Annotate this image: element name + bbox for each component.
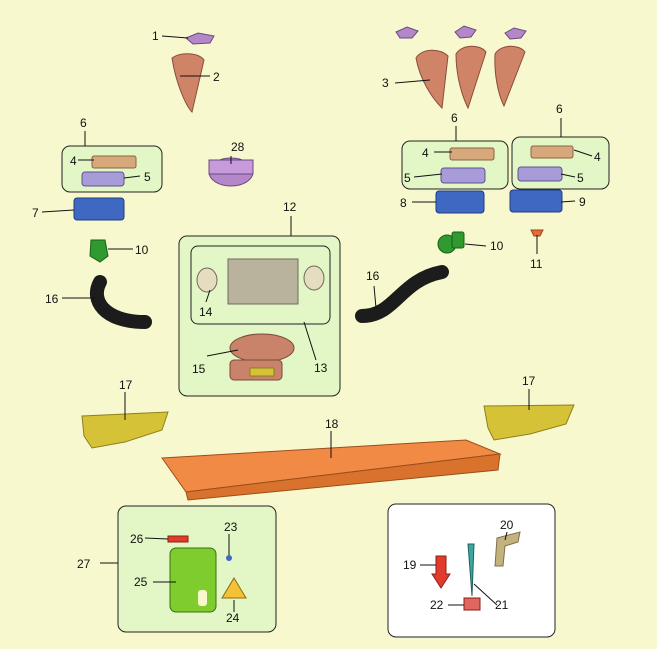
bracket-part [81,411,169,449]
cylinder-part [198,590,207,606]
leader-lines [41,35,593,612]
cap-part [167,535,189,543]
cone-part [415,49,449,110]
cap-part [454,25,477,39]
callout-12: 12 [283,200,297,214]
callout-5-middle: 5 [404,171,411,185]
cap-part [226,555,232,561]
callout-11: 11 [530,257,543,271]
block-part [517,166,563,182]
callout-27: 27 [77,557,91,571]
callout-16-right: 16 [366,269,380,283]
clamp-part [509,189,563,213]
callout-24: 24 [226,611,240,625]
callout-2: 2 [213,70,220,84]
cap-part [185,32,215,45]
hose-part [355,265,449,323]
hose-part [89,275,152,329]
cylinder-part [169,547,217,613]
callout-20: 20 [500,518,514,532]
ring-part [229,333,295,363]
callout-3: 3 [382,76,389,90]
arrow-part [494,531,521,567]
callout-7: 7 [32,206,39,220]
block-part [81,171,125,187]
cone-part [455,45,487,110]
callout-6-right: 6 [556,102,563,116]
callout-19: 19 [403,558,417,572]
cap-part [504,27,527,40]
tray-part [185,453,501,501]
callout-9: 9 [579,195,586,209]
pad-part [449,147,495,161]
callout-21: 21 [495,598,509,612]
housing-part [227,258,299,305]
clamp-part [435,190,485,214]
callout-15: 15 [192,362,206,376]
arrow-part [431,555,451,589]
callout-8: 8 [400,196,407,210]
bracket-part [483,404,575,441]
callout-10-right: 10 [490,239,504,253]
callout-13: 13 [314,361,328,375]
callout-5-right: 5 [577,171,584,185]
needle-part [467,543,475,597]
cap-part [395,26,419,39]
housing-part [196,267,218,293]
callout-25: 25 [134,575,148,589]
callout-26: 26 [130,532,144,546]
callout-4-middle: 4 [422,146,429,160]
pad-part [91,155,137,169]
callout-16-left: 16 [45,292,59,306]
block-part [440,167,486,184]
arrow-part [463,597,481,611]
callout-4-right: 4 [594,150,601,164]
callout-17-left: 17 [119,378,133,392]
callout-23: 23 [224,520,238,534]
warning-label [221,577,247,599]
callout-22: 22 [430,598,444,612]
housing-part [303,265,325,291]
callout-17-right: 17 [522,374,536,388]
ring-part [249,367,275,377]
callout-1: 1 [152,29,159,43]
clamp-part [73,197,125,221]
cone-part [171,53,205,113]
callout-6-left: 6 [80,116,87,130]
callout-28: 28 [231,140,245,154]
pad-part [530,145,574,159]
callout-6-middle: 6 [451,111,458,125]
nozzle-part [530,229,544,237]
callout-4-left: 4 [70,154,77,168]
callout-5-left: 5 [144,170,151,184]
callout-18: 18 [325,417,339,431]
nozzle-part [451,231,465,249]
callout-14: 14 [199,305,213,319]
nozzle-part [89,239,109,263]
callout-10-left: 10 [135,243,149,257]
cone-part [494,45,526,108]
